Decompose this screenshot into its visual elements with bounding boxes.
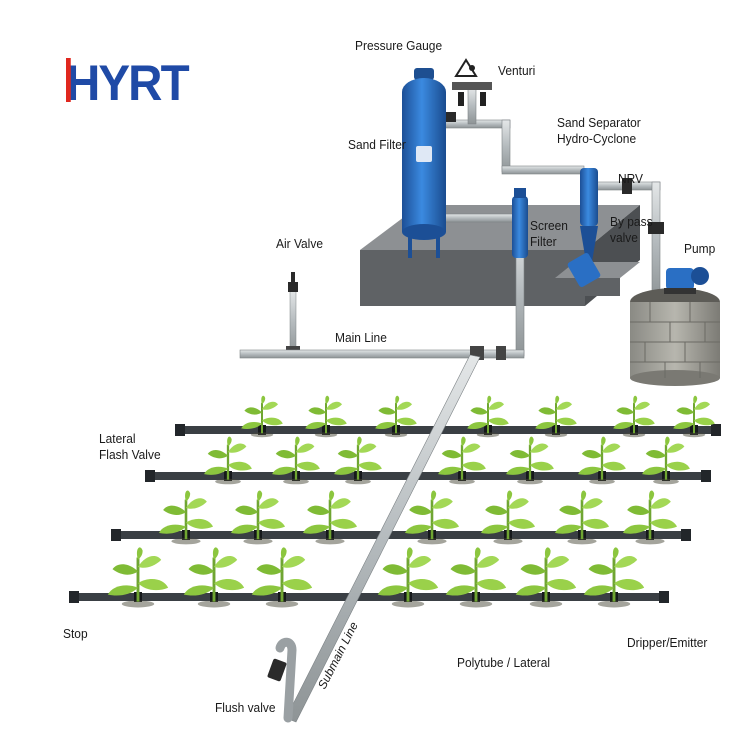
lateral-end-cap [111,529,121,541]
stop-label: Stop [63,626,88,641]
plant-icon [183,547,245,608]
lateral-end-cap [701,470,711,482]
plant-icon [554,490,610,545]
lateral-end-cap [659,591,669,603]
venturi-icon [452,58,492,106]
plant-icon [622,490,678,545]
plant-icon [375,395,417,438]
well-icon [630,288,720,386]
air-valve-label: Air Valve [276,236,323,251]
lateral-end-cap [681,529,691,541]
plant-icon [158,490,214,545]
bypass-valve-icon [648,222,664,234]
venturi-label: Venturi [498,63,536,78]
pressure-gauge-label: Pressure Gauge [355,38,443,53]
hydro-cyclone-label: Hydro-Cyclone [557,131,637,146]
polytube-label: Polytube / Lateral [457,655,551,670]
lateral-end-cap [145,470,155,482]
plant-icon [230,490,286,545]
submain-line-pipe [285,354,481,723]
filter-label: Filter [530,234,557,249]
plant-icon [305,395,347,438]
brand-logo: HYRT [66,55,190,111]
crop-plants [107,395,715,608]
plant-icon [583,547,645,608]
plant-icon [334,436,382,485]
screen-label: Screen [530,218,568,233]
lateral-end-cap [69,591,79,603]
lateral-pipe [180,426,716,434]
sand-filter-label: Sand Filter [348,137,406,152]
plant-icon [673,395,715,438]
flush-valve-icon [267,637,297,723]
pump-label: Pump [684,241,716,256]
lateral-end-cap [175,424,185,436]
main-line-pipe [239,346,525,360]
lateral-pipe [150,472,706,480]
plant-icon [377,547,439,608]
plant-icon [241,395,283,438]
bypass-valve-label: valve [610,230,638,245]
sand-filter-icon [402,68,456,258]
plant-icon [404,490,460,545]
plant-icon [467,395,509,438]
nrv-valve-icon [622,178,632,194]
plant-icon [272,436,320,485]
sand-separator-label: Sand Separator [557,115,641,130]
flush-valve-label: Flush valve [215,700,276,715]
plant-icon [535,395,577,438]
plant-icon [438,436,486,485]
plant-icon [642,436,690,485]
plant-icon [578,436,626,485]
pump-icon [664,267,709,294]
plant-icon [613,395,655,438]
plant-icon [204,436,252,485]
plant-icon [515,547,577,608]
plant-icon [506,436,554,485]
nrv-label: NRV [618,171,644,186]
flash-valve-label: Flash Valve [99,447,161,462]
plant-icon [302,490,358,545]
lateral-pipe [116,531,686,539]
air-valve-icon [286,272,300,355]
plant-icon [251,547,313,608]
main-line-label: Main Line [335,330,387,345]
dripper-label: Dripper/Emitter [627,635,708,650]
screen-filter-icon [512,188,528,258]
lateral-end-cap [711,424,721,436]
plant-icon [480,490,536,545]
lateral-pipe [74,593,664,601]
lateral-label: Lateral [99,431,136,446]
bypass-label: By pass [610,214,653,229]
plant-icon [107,547,169,608]
head-unit-pipes [435,87,661,357]
plant-icon [445,547,507,608]
hydro-cyclone-icon [567,168,601,288]
